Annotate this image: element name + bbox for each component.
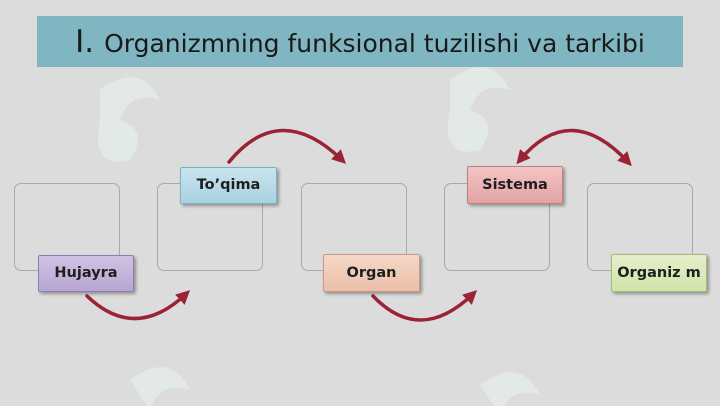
box-hujayra: Hujayra <box>38 255 134 292</box>
page-title: I. Organizmning funksional tuzilishi va … <box>75 24 645 60</box>
title-number: I. <box>75 23 95 60</box>
title-text: Organizmning funksional tuzilishi va tar… <box>104 28 645 58</box>
arrow-sistema-to-organizm <box>516 128 632 167</box>
box-organ: Organ <box>323 254 420 292</box>
arrow-toqima-to-organ <box>227 128 347 164</box>
title-bar: I. Organizmning funksional tuzilishi va … <box>37 16 683 67</box>
arrow-organ-to-sistema <box>371 290 478 322</box>
box-toqima: To’qima <box>180 167 277 204</box>
arrow-hujayra-to-toqima <box>85 290 191 321</box>
box-sistema: Sistema <box>467 166 563 204</box>
box-organizm: Organiz m <box>611 254 707 292</box>
